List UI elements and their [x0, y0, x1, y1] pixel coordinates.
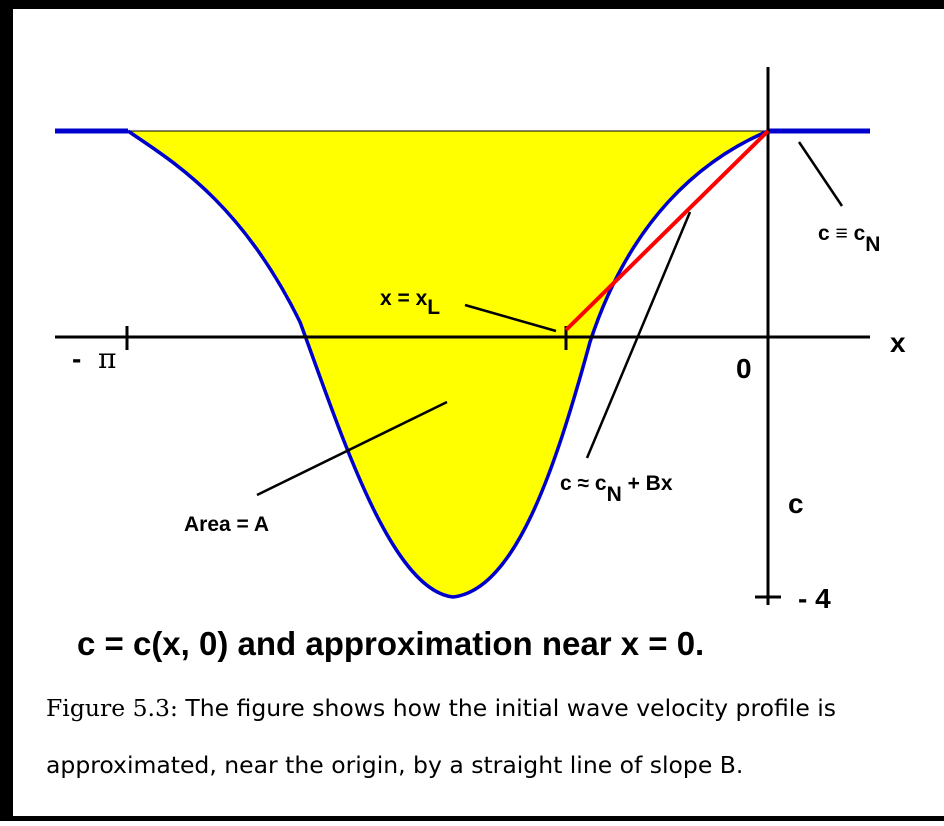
border-bottom: [0, 816, 944, 821]
caption-text: The figure shows how the initial wave ve…: [46, 694, 837, 779]
border-top: [0, 0, 944, 9]
area-label: Area = A: [184, 513, 269, 536]
xl-leader: [464, 303, 557, 333]
cn-label: c ≡ cN: [818, 222, 880, 256]
origin-label: 0: [736, 353, 752, 384]
area-fill: [128, 131, 768, 597]
cn-leader: [797, 141, 844, 207]
xl-label: x = xL: [380, 287, 440, 319]
approx-leader: [585, 211, 692, 459]
linear-approximation-line: [564, 129, 770, 332]
diagram-title: c = c(x, 0) and approximation near x = 0…: [77, 625, 704, 662]
x-axis-label: x: [890, 327, 906, 358]
c-axis-label: c: [788, 488, 804, 519]
minus-four-label: - 4: [798, 583, 831, 614]
figure-caption: Figure 5.3: The figure shows how the ini…: [46, 680, 926, 794]
area-leader: [256, 400, 448, 497]
velocity-profile-curve: [127, 129, 769, 599]
approx-label: c ≈ cN + Bx: [560, 472, 673, 506]
border-left: [0, 0, 13, 821]
neg-pi-symbol: π: [98, 342, 116, 375]
neg-pi-minus: -: [72, 343, 81, 374]
caption-label: Figure 5.3:: [46, 694, 178, 722]
